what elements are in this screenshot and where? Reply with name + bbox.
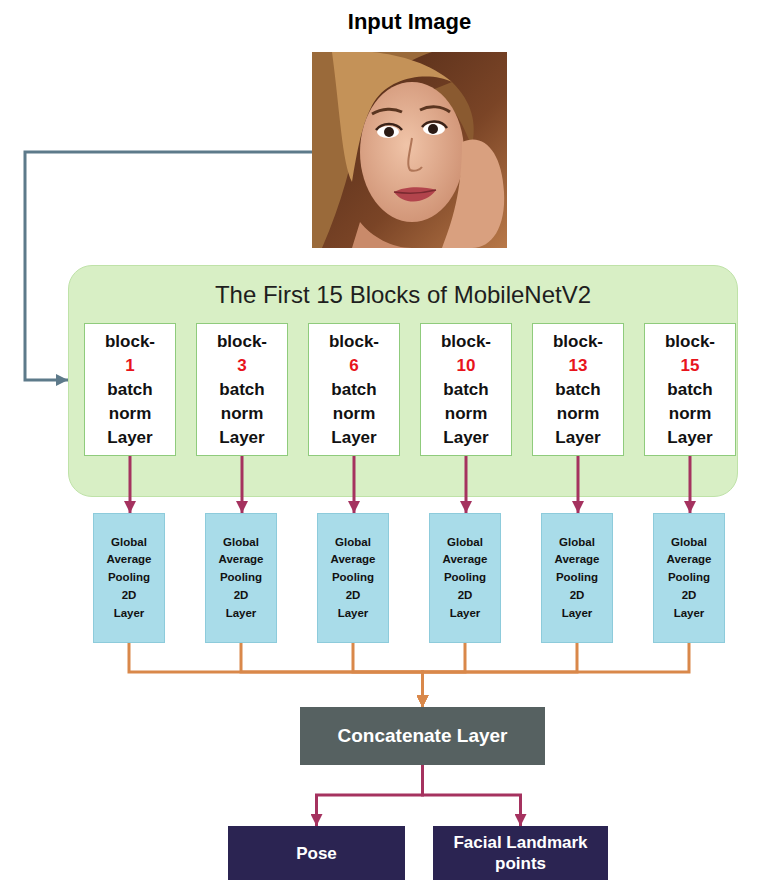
node-label: Pose — [296, 843, 337, 864]
node-label: block-13 batch norm Layer — [553, 330, 603, 450]
connector-arrow — [577, 456, 580, 513]
layer-box: block-6 batch norm Layer — [308, 323, 400, 456]
node-label: Concatenate Layer — [337, 724, 507, 748]
layer-box: block-15 batch norm Layer — [644, 323, 736, 456]
node-label: Global Average Pooling 2D Layer — [667, 534, 712, 623]
connector-arrow — [353, 643, 423, 707]
concat-box: Concatenate Layer — [300, 707, 545, 765]
connector-arrow — [423, 643, 466, 707]
node-label: Global Average Pooling 2D Layer — [331, 534, 376, 623]
node-label: Input Image — [344, 8, 475, 36]
node-label: Global Average Pooling 2D Layer — [107, 534, 152, 623]
connector-arrow — [423, 765, 521, 826]
layer-box: block-1 batch norm Layer — [84, 323, 176, 456]
connector-arrow — [129, 643, 423, 707]
connector-arrow — [241, 456, 244, 513]
pooling-box: Global Average Pooling 2D Layer — [205, 513, 277, 643]
pooling-box: Global Average Pooling 2D Layer — [541, 513, 613, 643]
connector-arrow — [423, 643, 578, 707]
connector-arrow — [353, 456, 356, 513]
connector-arrow — [129, 456, 132, 513]
node-label: Global Average Pooling 2D Layer — [443, 534, 488, 623]
pooling-box: Global Average Pooling 2D Layer — [429, 513, 501, 643]
node-label: block-1 batch norm Layer — [105, 330, 155, 450]
connector-arrow — [423, 643, 690, 707]
layer-box: block-10 batch norm Layer — [420, 323, 512, 456]
node-label: block-15 batch norm Layer — [665, 330, 715, 450]
node-label: Global Average Pooling 2D Layer — [555, 534, 600, 623]
output-box: Pose — [228, 826, 405, 880]
node-label: Global Average Pooling 2D Layer — [219, 534, 264, 623]
backbone-band: The First 15 Blocks of MobileNetV2 block-… — [68, 265, 738, 497]
connector-arrow — [25, 152, 312, 380]
node-label: Facial Landmark points — [441, 832, 600, 874]
connector-arrow — [689, 456, 692, 513]
pooling-box: Global Average Pooling 2D Layer — [317, 513, 389, 643]
output-box: Facial Landmark points — [433, 826, 608, 880]
input-photo — [312, 52, 507, 248]
input-image: Input Image — [312, 8, 507, 248]
connector-arrow — [241, 643, 423, 707]
node-label: block-10 batch norm Layer — [441, 330, 491, 450]
pooling-box: Global Average Pooling 2D Layer — [653, 513, 725, 643]
node-label: block-6 batch norm Layer — [329, 330, 379, 450]
layer-box: block-13 batch norm Layer — [532, 323, 624, 456]
node-label: block-3 batch norm Layer — [217, 330, 267, 450]
connector-arrow — [465, 456, 468, 513]
node-label: The First 15 Blocks of MobileNetV2 — [215, 280, 591, 310]
pooling-box: Global Average Pooling 2D Layer — [93, 513, 165, 643]
connector-arrow — [317, 765, 423, 826]
layer-box: block-3 batch norm Layer — [196, 323, 288, 456]
